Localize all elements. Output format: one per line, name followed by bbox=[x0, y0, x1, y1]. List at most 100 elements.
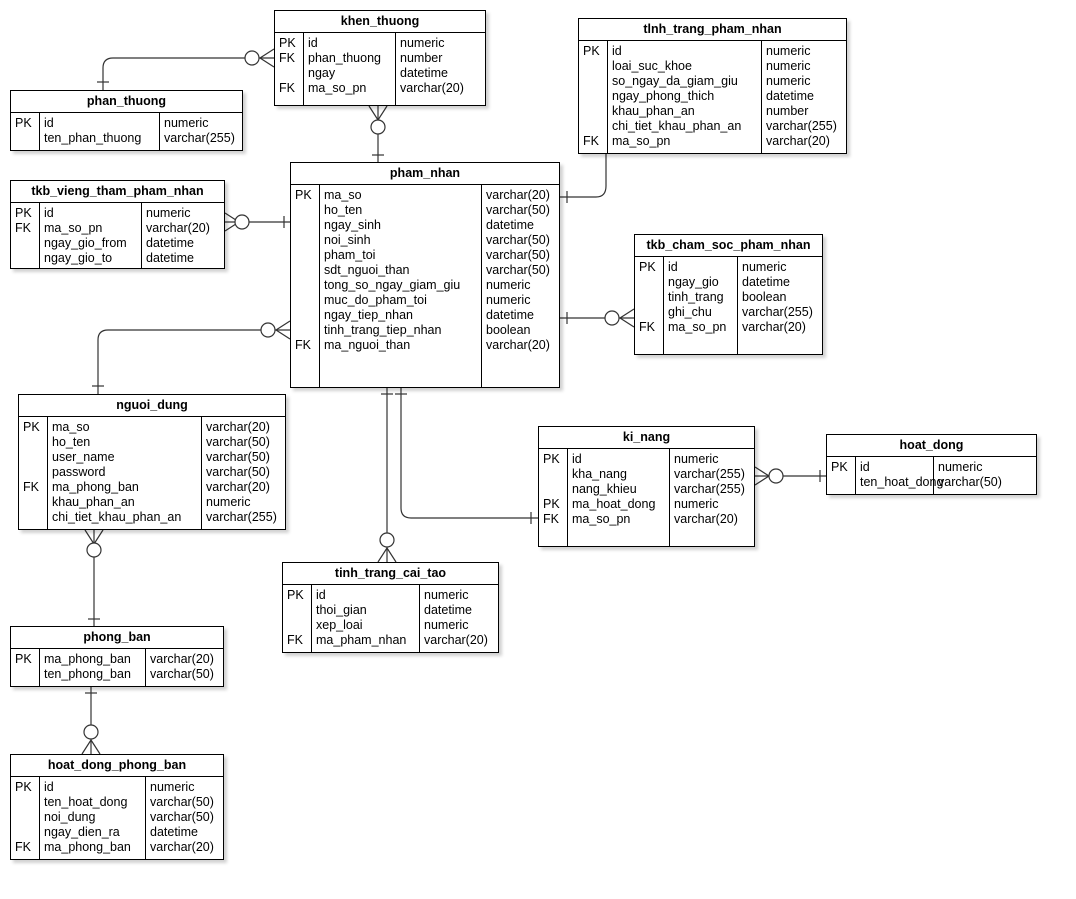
column-field: ngay_gio bbox=[668, 275, 719, 289]
column-type: numeric bbox=[424, 588, 469, 602]
column-key bbox=[287, 618, 311, 633]
column-type: datetime bbox=[424, 603, 472, 617]
column-field: ma_pham_nhan bbox=[316, 633, 407, 647]
column-field: ho_ten bbox=[52, 435, 91, 449]
column-field: ngay_gio_from bbox=[44, 236, 127, 250]
zero-marker bbox=[370, 119, 386, 135]
zero-marker bbox=[379, 532, 395, 548]
column-type: numeric bbox=[150, 780, 195, 794]
crow-foot-marker bbox=[377, 546, 397, 563]
column-key bbox=[295, 203, 319, 218]
column-key: FK bbox=[287, 633, 303, 647]
column-type: varchar(255) bbox=[742, 305, 813, 319]
column-type: varchar(255) bbox=[674, 467, 745, 481]
crow-foot-marker bbox=[618, 308, 635, 328]
column-key bbox=[15, 810, 39, 825]
column-field: ten_hoat_dong bbox=[860, 475, 944, 489]
column-field: ma_so bbox=[324, 188, 362, 202]
column-key bbox=[295, 233, 319, 248]
column-field: id bbox=[308, 36, 318, 50]
column-key bbox=[295, 293, 319, 308]
column-field: ma_nguoi_than bbox=[324, 338, 411, 352]
column-type: varchar(50) bbox=[150, 810, 214, 824]
column-field: ma_so bbox=[52, 420, 90, 434]
column-key bbox=[15, 131, 39, 146]
column-key: PK bbox=[639, 260, 656, 274]
column-key bbox=[295, 248, 319, 263]
column-field: ma_so_pn bbox=[44, 221, 103, 235]
column-type: numeric bbox=[146, 206, 191, 220]
column-type: numeric bbox=[766, 59, 811, 73]
column-key bbox=[295, 278, 319, 293]
column-type: varchar(20) bbox=[206, 480, 270, 494]
column-type: varchar(20) bbox=[150, 652, 214, 666]
column-field: khau_phan_an bbox=[612, 104, 695, 118]
column-field: xep_loai bbox=[316, 618, 363, 632]
column-key bbox=[639, 305, 663, 320]
type-column: varchar(20)varchar(50) bbox=[145, 649, 223, 686]
relation-pham-nhan-ki-nang bbox=[400, 388, 538, 519]
crow-foot-marker bbox=[274, 320, 291, 340]
column-key bbox=[543, 482, 567, 497]
column-key bbox=[15, 667, 39, 682]
column-type: numeric bbox=[486, 278, 531, 292]
entity-title: hoat_dong bbox=[827, 435, 1036, 457]
column-type: datetime bbox=[486, 308, 534, 322]
column-field: id bbox=[44, 780, 54, 794]
column-field: ten_phong_ban bbox=[44, 667, 131, 681]
column-field: ten_hoat_dong bbox=[44, 795, 128, 809]
column-type: varchar(20) bbox=[400, 81, 464, 95]
column-type: datetime bbox=[150, 825, 198, 839]
column-key: FK bbox=[279, 51, 295, 65]
entity-title: nguoi_dung bbox=[19, 395, 285, 417]
entity-title: hoat_dong_phong_ban bbox=[11, 755, 223, 777]
relation-nguoi-dung-pham-nhan bbox=[97, 329, 290, 394]
entity-title: tkb_cham_soc_pham_nhan bbox=[635, 235, 822, 257]
relation-tinh-trang-pham-nhan bbox=[560, 154, 607, 198]
column-type: varchar(50) bbox=[150, 795, 214, 809]
column-type: datetime bbox=[742, 275, 790, 289]
column-field: ma_so_pn bbox=[572, 512, 631, 526]
column-key: FK bbox=[279, 81, 295, 95]
column-type: varchar(20) bbox=[150, 840, 214, 854]
column-key bbox=[583, 59, 607, 74]
column-type: varchar(50) bbox=[486, 233, 550, 247]
column-key bbox=[23, 510, 47, 525]
column-field: chi_tiet_khau_phan_an bbox=[612, 119, 742, 133]
zero-marker bbox=[768, 468, 784, 484]
column-field: tinh_trang_tiep_nhan bbox=[324, 323, 442, 337]
column-key bbox=[831, 475, 855, 490]
column-field: id bbox=[668, 260, 678, 274]
column-type: numeric bbox=[164, 116, 209, 130]
column-field: id bbox=[572, 452, 582, 466]
entity-title: tkb_vieng_tham_pham_nhan bbox=[11, 181, 224, 203]
